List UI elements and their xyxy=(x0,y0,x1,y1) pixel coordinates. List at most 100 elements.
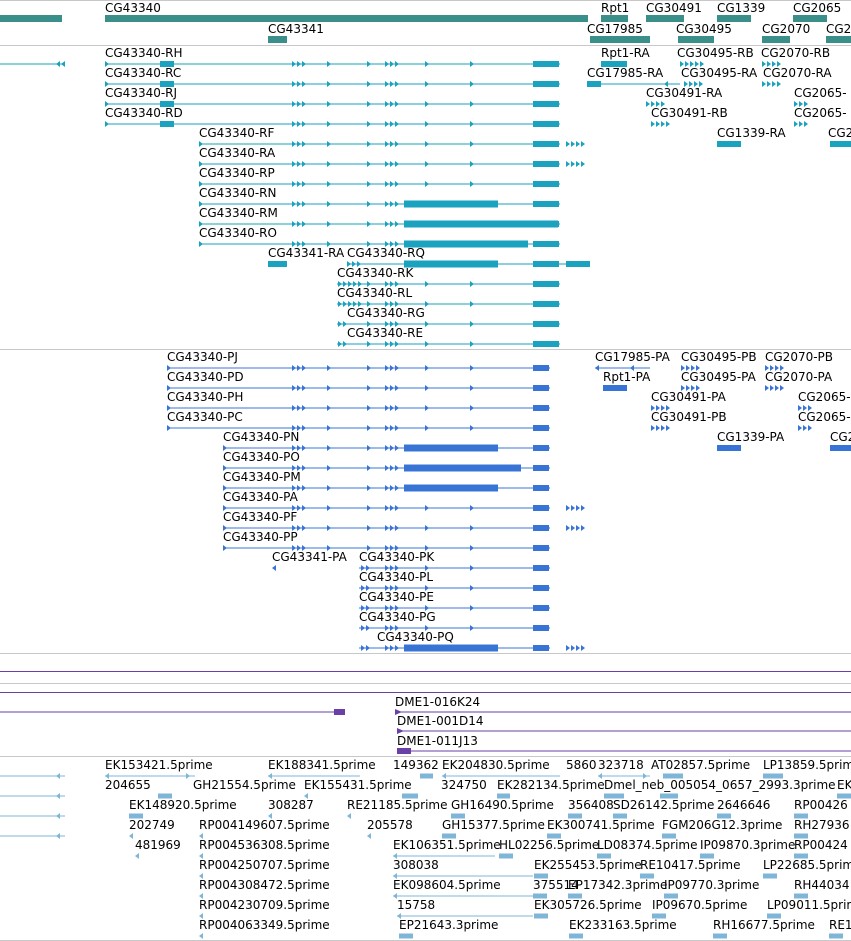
transcript-label[interactable]: CG30491-RA xyxy=(646,86,723,100)
gene-label[interactable]: CG2065 xyxy=(793,1,842,15)
est-label[interactable]: EK188341.5prime xyxy=(268,758,376,772)
gene-bar[interactable] xyxy=(0,15,62,22)
est-label[interactable]: 356408 xyxy=(568,798,614,812)
est-label[interactable]: 308038 xyxy=(393,858,439,872)
est-label[interactable]: RE21185.5prime xyxy=(347,798,448,812)
transcript-label[interactable]: CG43340-PE xyxy=(359,590,434,604)
transcript-label[interactable]: CG43340-PD xyxy=(167,370,244,384)
transcript-label[interactable]: CG43340-PF xyxy=(223,510,298,524)
est-label[interactable]: EK153421.5prime xyxy=(105,758,213,772)
transcript-label[interactable]: CG2070-PA xyxy=(765,370,833,384)
est-label[interactable]: 481969 xyxy=(135,838,181,852)
est-label[interactable]: RP004230709.5prime xyxy=(199,898,330,912)
gene-bar[interactable] xyxy=(646,15,684,22)
transcript-label[interactable]: CG1339-RA xyxy=(717,126,786,140)
clone-label[interactable]: DME1-001D14 xyxy=(397,714,484,728)
transcript-label[interactable]: CG43340-RM xyxy=(199,206,278,220)
est-label[interactable]: RH27936 xyxy=(794,818,850,832)
clone-label[interactable]: DME1-011J13 xyxy=(397,734,478,748)
transcript-label[interactable]: CG1339-PA xyxy=(717,430,785,444)
est-label[interactable]: IP09870.3prime xyxy=(700,838,796,852)
transcript-label[interactable]: CG43341-RA xyxy=(268,246,345,260)
est-label[interactable]: RH44034 xyxy=(794,878,850,892)
est-label[interactable]: RH16677.5prime xyxy=(713,918,815,932)
transcript-label[interactable]: CG43340-RG xyxy=(347,306,425,320)
est-label[interactable]: GH15377.5prime xyxy=(442,818,545,832)
transcript-label[interactable]: CG43340-PO xyxy=(223,450,300,464)
est-label[interactable]: IP09670.5prime xyxy=(652,898,748,912)
gene-bar[interactable] xyxy=(793,15,827,22)
est-label[interactable]: LP22685.5prime xyxy=(763,858,851,872)
transcript-label[interactable]: CG2065- xyxy=(798,410,851,424)
est-label[interactable]: 15758 xyxy=(397,898,436,912)
transcript-label[interactable]: CG2065- xyxy=(794,106,847,120)
est-label[interactable]: RE10417.5prime xyxy=(640,858,741,872)
transcript-label[interactable]: CG43341-PA xyxy=(272,550,347,564)
transcript-label[interactable]: CG43340-RH xyxy=(105,46,183,60)
transcript-label[interactable]: CG30495-PA xyxy=(681,370,756,384)
transcript-label[interactable]: Rpt1-PA xyxy=(603,370,651,384)
gene-label[interactable]: CG2070 xyxy=(762,22,811,36)
transcript-label[interactable]: CG43340-RE xyxy=(347,326,424,340)
transcript-label[interactable]: CG43340-PL xyxy=(359,570,434,584)
est-label[interactable]: 5860 xyxy=(566,758,597,772)
est-label[interactable]: GH16490.5prime xyxy=(451,798,554,812)
transcript-label[interactable]: CG43340-PP xyxy=(223,530,298,544)
est-label[interactable]: RP004250707.5prime xyxy=(199,858,330,872)
transcript-label[interactable]: CG43340-RL xyxy=(337,286,413,300)
est-label[interactable]: EK148920.5prime xyxy=(129,798,237,812)
gene-label[interactable]: CG43340 xyxy=(105,1,161,15)
est-label[interactable]: LP13859.5prime xyxy=(763,758,851,772)
transcript-label[interactable]: CG2 xyxy=(828,126,851,140)
est-label[interactable]: EP21643.3prime xyxy=(399,918,499,932)
clone-label[interactable]: DME1-016K24 xyxy=(395,695,481,709)
transcript-label[interactable]: CG43340-PJ xyxy=(167,350,238,364)
est-label[interactable]: RP00426 xyxy=(794,798,848,812)
transcript-label[interactable]: CG30491-PB xyxy=(651,410,727,424)
transcript-label[interactable]: CG17985-RA xyxy=(587,66,664,80)
gene-label[interactable]: CG30491 xyxy=(646,1,702,15)
est-label[interactable]: EK282134.5prime xyxy=(497,778,605,792)
transcript-label[interactable]: CG43340-RD xyxy=(105,106,183,120)
transcript-label[interactable]: CG43340-PK xyxy=(359,550,435,564)
gene-bar[interactable] xyxy=(762,36,790,43)
est-label[interactable]: AT02857.5prime xyxy=(651,758,751,772)
est-label[interactable]: EK305726.5prime xyxy=(534,898,642,912)
transcript-label[interactable]: CG2065- xyxy=(798,390,851,404)
transcript-label[interactable]: CG43340-PC xyxy=(167,410,243,424)
transcript-label[interactable]: CG43340-RO xyxy=(199,226,277,240)
est-label[interactable]: 149362 xyxy=(393,758,439,772)
est-label[interactable]: RP004536308.5prime xyxy=(199,838,330,852)
transcript-label[interactable]: CG43340-PA xyxy=(223,490,298,504)
transcript-label[interactable]: CG2 xyxy=(830,430,851,444)
transcript-label[interactable]: Rpt1-RA xyxy=(601,46,650,60)
transcript-label[interactable]: CG43340-PG xyxy=(359,610,436,624)
est-label[interactable]: 323718 xyxy=(598,758,644,772)
est-label[interactable]: RP004063349.5prime xyxy=(199,918,330,932)
est-label[interactable]: FGM206G12.3prime xyxy=(662,818,783,832)
transcript-label[interactable]: CG43340-RF xyxy=(199,126,275,140)
est-label[interactable]: SD26142.5prime xyxy=(613,798,715,812)
est-label[interactable]: Dmel_neb_005054_0657_2993.3prime xyxy=(604,778,836,792)
gene-bar[interactable] xyxy=(601,15,628,22)
transcript-label[interactable]: CG43340-RQ xyxy=(347,246,425,260)
gene-label[interactable]: CG17985 xyxy=(587,22,643,36)
gene-bar[interactable] xyxy=(717,15,751,22)
est-label[interactable]: EK300741.5prime xyxy=(547,818,655,832)
transcript-label[interactable]: CG43340-PM xyxy=(223,470,301,484)
gene-bar[interactable] xyxy=(590,36,650,43)
transcript-label[interactable]: CG43340-PQ xyxy=(377,630,454,644)
est-label[interactable]: 202749 xyxy=(129,818,175,832)
est-label[interactable]: RP004149607.5prime xyxy=(199,818,330,832)
est-label[interactable]: RE1 xyxy=(829,918,851,932)
est-label[interactable]: EP17342.3prime xyxy=(568,878,668,892)
transcript-label[interactable]: CG43340-RK xyxy=(337,266,414,280)
est-label[interactable]: 2646646 xyxy=(717,798,771,812)
est-label[interactable]: 308287 xyxy=(268,798,314,812)
transcript-label[interactable]: CG43340-RJ xyxy=(105,86,178,100)
gene-bar[interactable] xyxy=(268,36,287,43)
transcript-label[interactable]: CG2070-RA xyxy=(763,66,832,80)
transcript-label[interactable]: CG30495-PB xyxy=(681,350,757,364)
est-label[interactable]: 375514 xyxy=(533,878,579,892)
transcript-label[interactable]: CG43340-PN xyxy=(223,430,300,444)
